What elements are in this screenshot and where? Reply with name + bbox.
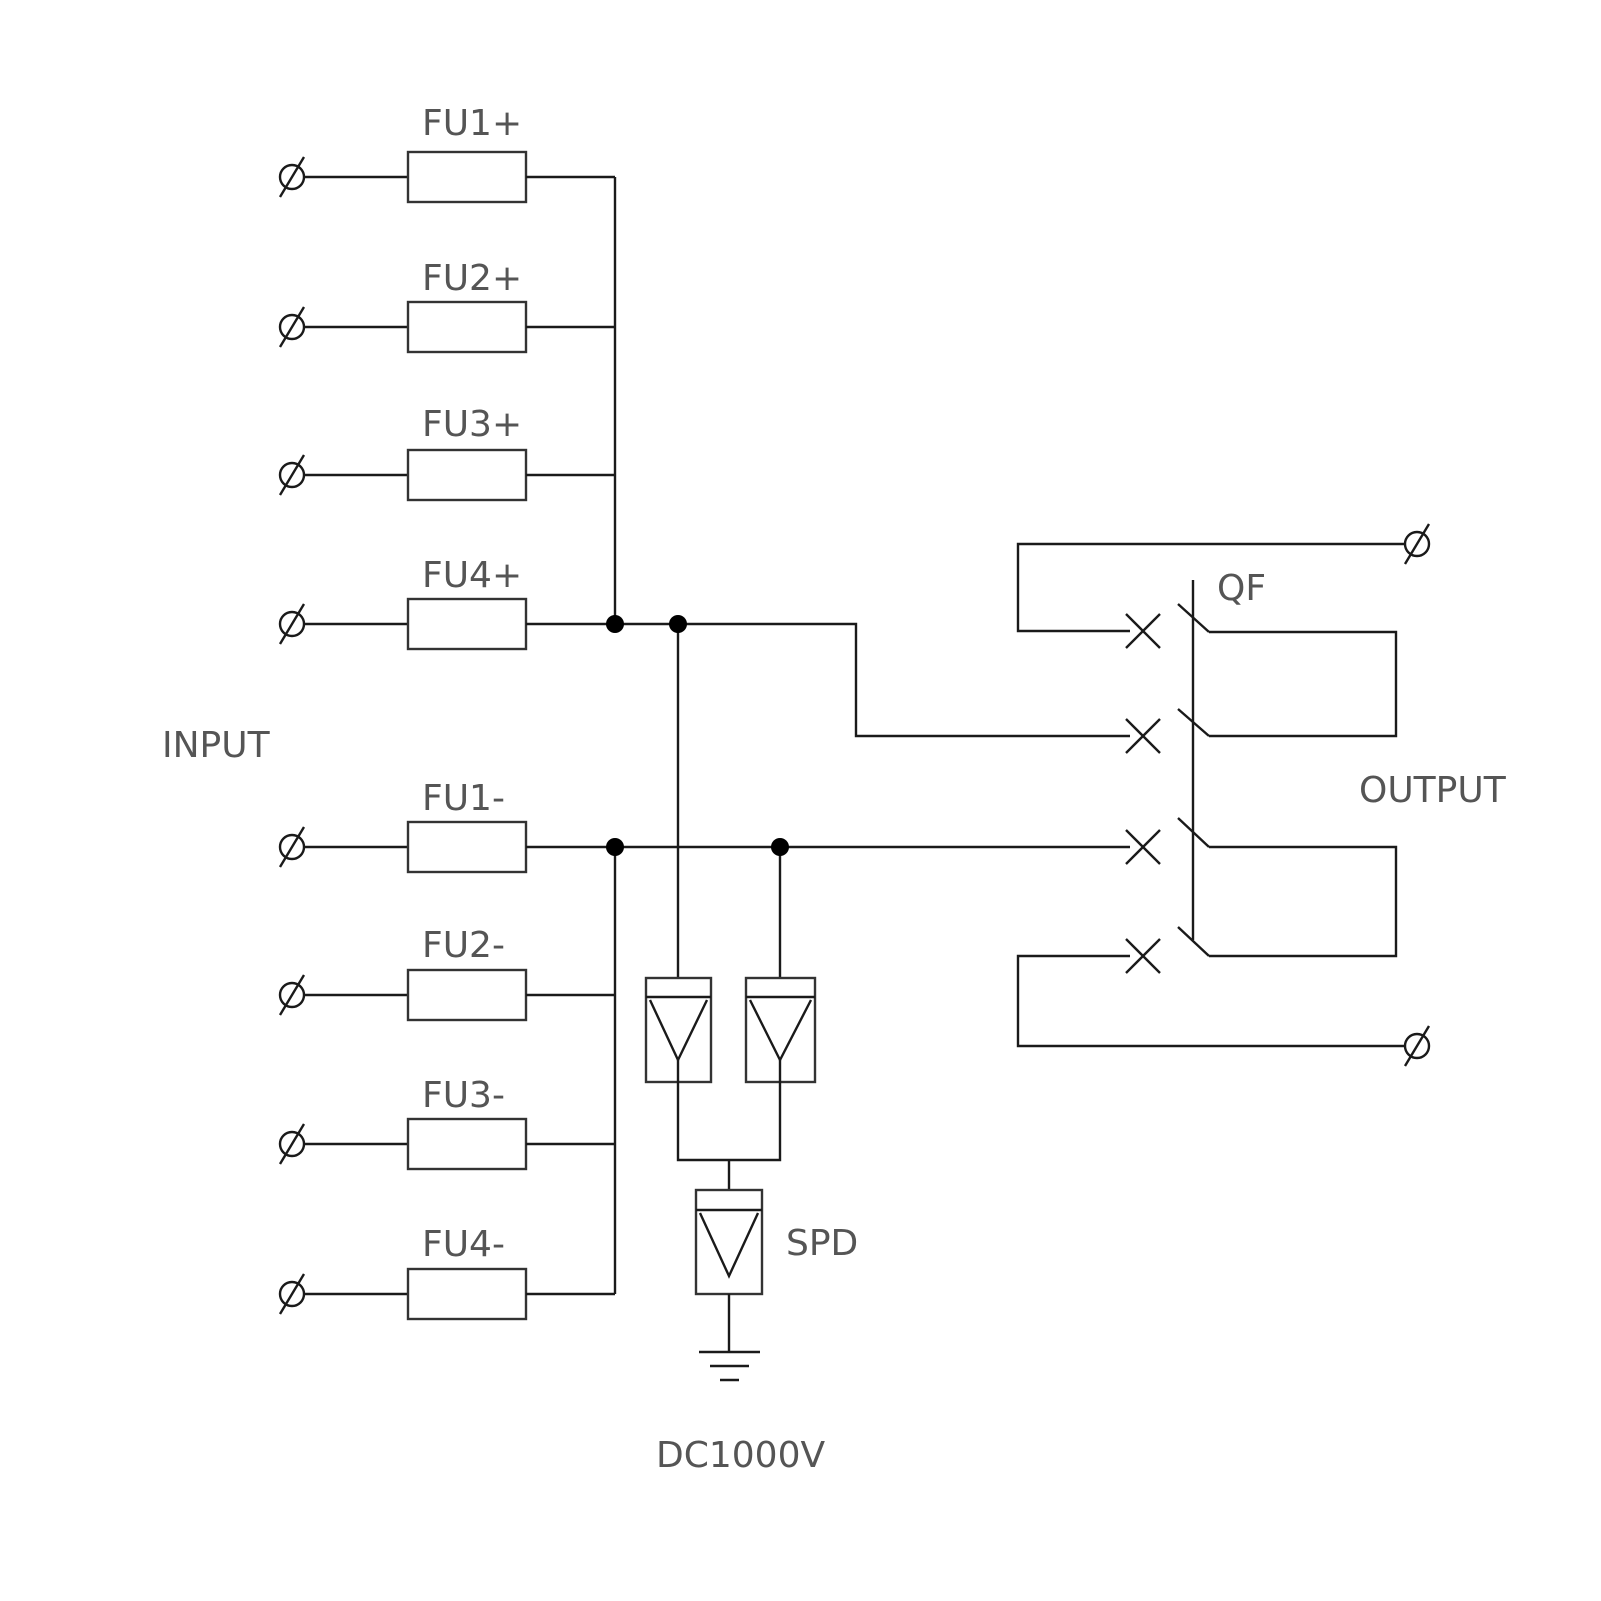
spd-module-right [744, 976, 817, 1084]
fuse-fu1-minus [406, 820, 528, 874]
input-terminal-icon [278, 974, 306, 1016]
junction-dot [606, 615, 624, 633]
spd-module-ground [694, 1188, 764, 1296]
input-terminal-icon [278, 454, 306, 496]
input-terminal-icon [278, 306, 306, 348]
input-terminal-icon [278, 1273, 306, 1315]
junction-dot [771, 838, 789, 856]
output-terminal-icon [1403, 523, 1431, 565]
breaker-label: QF [1217, 568, 1266, 609]
fuse-row-fu4-minus: FU4- [278, 1224, 615, 1321]
input-terminal-icon [278, 826, 306, 868]
bus-wiring [613, 177, 1130, 1294]
output-label: OUTPUT [1359, 770, 1507, 811]
fuse-row-fu2-minus: FU2- [278, 925, 615, 1022]
fuse-row-fu2-plus: FU2+ [278, 258, 615, 354]
fuse-row-fu3-plus: FU3+ [278, 404, 615, 502]
fuse-label: FU3- [422, 1075, 505, 1116]
fuse-label: FU1- [422, 778, 505, 819]
input-terminal-icon [278, 603, 306, 645]
input-terminal-icon [278, 156, 306, 198]
fuse-row-fu1-minus: FU1- [278, 778, 615, 874]
fuse-fu3-minus [406, 1117, 528, 1171]
fuse-fu2-plus [406, 300, 528, 354]
fuse-label: FU3+ [422, 404, 522, 445]
breaker-qf: QF [1016, 542, 1404, 1048]
output-terminal-icon [1403, 1025, 1431, 1067]
fuse-row-fu3-minus: FU3- [278, 1075, 615, 1171]
fuse-label: FU2+ [422, 258, 522, 299]
spd-module-left [644, 976, 713, 1084]
triangle-spd-icon [698, 1212, 760, 1279]
spd-join-wire [676, 1082, 782, 1162]
junction-dot [606, 838, 624, 856]
breaker-x-contact-icon [1125, 938, 1161, 974]
fuse-fu3-plus [406, 448, 528, 502]
fuse-row-fu1-plus: FU1+ [278, 103, 615, 204]
fuse-label: FU2- [422, 925, 505, 966]
input-terminal-icon [278, 1123, 306, 1165]
breaker-x-contact-icon [1125, 829, 1161, 865]
fuse-fu4-plus [406, 597, 528, 651]
spd-assembly: SPD [644, 976, 858, 1382]
junction-dots [606, 615, 789, 856]
fuse-fu4-minus [406, 1267, 528, 1321]
input-label: INPUT [162, 725, 271, 766]
voltage-label: DC1000V [656, 1435, 825, 1476]
fuse-label: FU1+ [422, 103, 522, 144]
junction-dot [669, 615, 687, 633]
breaker-x-contact-icon [1125, 718, 1161, 754]
input-positive-rows: FU1+ FU2+ FU3+ [278, 103, 615, 651]
input-negative-rows: FU1- FU2- FU3- [278, 778, 615, 1321]
fuse-fu2-minus [406, 968, 528, 1022]
ground-icon [699, 1350, 760, 1382]
positive-main-line [615, 622, 1130, 738]
spd-label: SPD [786, 1223, 858, 1264]
fuse-row-fu4-plus: FU4+ [278, 555, 615, 651]
fuse-fu1-plus [406, 150, 528, 204]
fuse-label: FU4- [422, 1224, 505, 1265]
fuse-label: FU4+ [422, 555, 522, 596]
breaker-x-contact-icon [1125, 613, 1161, 649]
